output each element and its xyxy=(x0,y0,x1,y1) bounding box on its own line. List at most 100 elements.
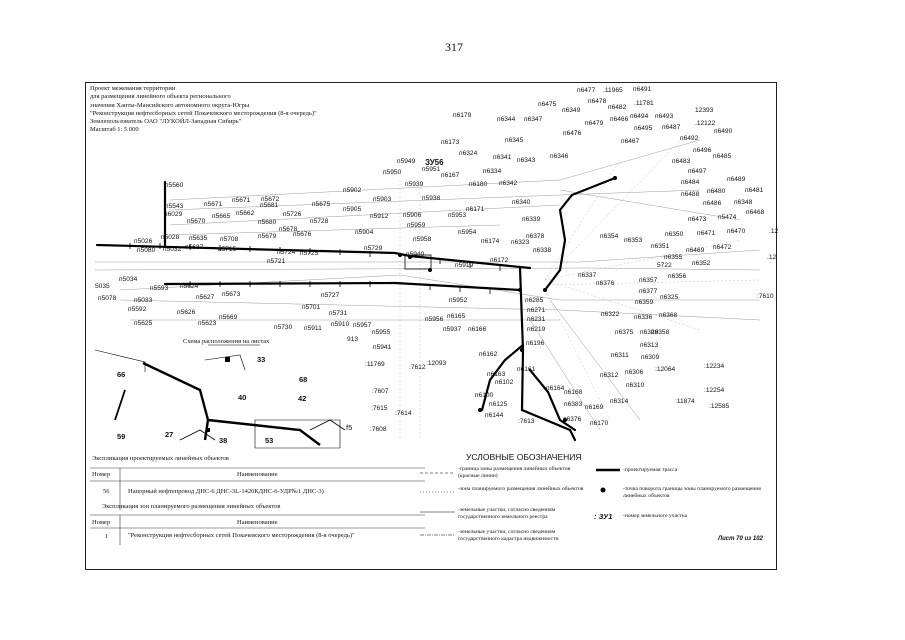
point-label: п5624 xyxy=(180,283,199,290)
point-label: :7607 xyxy=(372,388,389,395)
point-label: :12254 xyxy=(704,387,725,394)
point-label: 5035 xyxy=(95,283,110,290)
point-label: п6196 xyxy=(526,340,545,347)
point-label: п6358 xyxy=(651,329,670,336)
point-label: п6029 xyxy=(164,211,183,218)
point-label: п6338 xyxy=(533,247,552,254)
point-label: п5026 xyxy=(134,238,153,245)
point-label: п6482 xyxy=(608,104,627,111)
point-label: :7614 xyxy=(395,410,412,417)
point-label: п5669 xyxy=(219,314,238,321)
explication-2-col-number: Номер xyxy=(92,519,111,526)
point-label: п6100 xyxy=(475,392,494,399)
point-label: п6310 xyxy=(626,382,645,389)
point-label: п5951 xyxy=(422,166,441,173)
explication-1-title: Экспликация проектируемых линейных объек… xyxy=(92,455,229,462)
point-label: п6161 xyxy=(517,366,536,373)
point-label: п6378 xyxy=(526,233,545,240)
point-label: п6323 xyxy=(511,239,530,246)
point-label: п5910 xyxy=(331,321,350,328)
explication-2-title: Экспликация зон планируемого размещения … xyxy=(102,503,281,510)
point-label: п6479 xyxy=(585,120,604,127)
point-label: п6162 xyxy=(479,351,498,358)
point-label: п5672 xyxy=(261,196,280,203)
scheme-sheet-number: 40 xyxy=(238,393,247,402)
point-label: :12234 xyxy=(704,363,725,370)
point-label: п6344 xyxy=(497,116,516,123)
point-label: п5676 xyxy=(293,231,312,238)
scheme-sheet-number: 66 xyxy=(117,370,126,379)
drawing-frame xyxy=(85,82,777,570)
point-label: п6375 xyxy=(615,329,634,336)
point-label: п5956 xyxy=(425,316,444,323)
point-label: п6342 xyxy=(499,180,518,187)
point-label: п6312 xyxy=(600,372,619,379)
explication-1-row-name: Напорный нефтепровод ДНС-6 ДНС-3L-1420КД… xyxy=(128,488,324,495)
point-label: 12393 xyxy=(695,107,714,114)
point-label: п5680 xyxy=(258,219,277,226)
legend-item-route: -проектируемая трасса xyxy=(623,467,678,473)
page-number: 317 xyxy=(445,40,463,54)
point-label: п5904 xyxy=(355,229,374,236)
point-label: п6311 xyxy=(611,352,629,359)
point-label: п6496 xyxy=(693,147,712,154)
point-label: п6489 xyxy=(727,176,746,183)
point-label: п5681 xyxy=(260,202,279,209)
point-label: п6353 xyxy=(624,237,643,244)
point-label: п6481 xyxy=(745,187,764,194)
scheme-title: Схема расположения на листах xyxy=(183,338,270,345)
point-label: п5730 xyxy=(274,324,293,331)
point-label: п6168 xyxy=(564,389,583,396)
point-label: п5673 xyxy=(222,291,241,298)
point-label: п6473 xyxy=(688,216,707,223)
point-label: п6492 xyxy=(680,135,699,142)
scheme-sheet-number: 33 xyxy=(257,355,266,364)
point-label: п5671 xyxy=(204,201,223,208)
point-label: п6336 xyxy=(634,314,653,321)
point-label: п6368 xyxy=(659,312,678,319)
legend-item-land-register: -земельные участки, согласно сведениям г… xyxy=(458,507,556,520)
explication-1-col-name: Наименование xyxy=(237,471,278,478)
point-label: :12093 xyxy=(426,360,447,367)
point-label: п6480 xyxy=(707,188,726,195)
point-label: п6334 xyxy=(483,168,502,175)
point-label: п5949 xyxy=(397,158,416,165)
map-header: Проект межевания территории для размещен… xyxy=(90,85,420,135)
point-label: п5662 xyxy=(236,210,255,217)
legend-title: УСЛОВНЫЕ ОБОЗНАЧЕНИЯ xyxy=(466,452,582,462)
point-label: п5952 xyxy=(449,297,468,304)
point-label: п6357 xyxy=(639,277,658,284)
scheme-sheet-number: 38 xyxy=(219,436,228,445)
point-label: 5722 xyxy=(657,262,672,269)
point-label: п5679 xyxy=(258,233,277,240)
explication-1-col-number: Номер xyxy=(92,471,111,478)
point-label: п5729 xyxy=(364,245,383,252)
point-label: п5724 xyxy=(277,249,296,256)
point-label: п6165 xyxy=(447,313,466,320)
point-label: п5560 xyxy=(165,182,184,189)
point-label: п6485 xyxy=(713,153,732,160)
scheme-sheet-number: 68 xyxy=(299,375,308,384)
point-label: п5911 xyxy=(304,325,322,332)
point-label: п5726 xyxy=(283,211,302,218)
point-label: п5955 xyxy=(372,329,391,336)
point-label: п5670 xyxy=(187,218,206,225)
point-label: :7613 xyxy=(518,418,535,425)
point-label: п6306 xyxy=(625,369,644,376)
point-label: :7612 xyxy=(409,364,426,371)
point-label: п5912 xyxy=(370,213,389,220)
point-label: п6476 xyxy=(563,130,582,137)
point-label: :7615 xyxy=(371,405,388,412)
scheme-sheet-number: 27 xyxy=(165,430,174,439)
point-label: 913 xyxy=(347,336,359,343)
point-label: :12585 xyxy=(709,403,730,410)
point-label: п6324 xyxy=(459,150,478,157)
point-label: .12 xyxy=(769,228,779,235)
point-label: п5080 xyxy=(137,247,156,254)
point-label: п5731 xyxy=(329,310,348,317)
point-label: :12064 xyxy=(655,366,676,373)
zone-label: ЗУ56 xyxy=(425,158,444,167)
header-line-4: "Реконструкция нефтесборных сетей Покаче… xyxy=(90,109,317,117)
point-label: п5919 xyxy=(455,262,474,269)
point-label: п6383 xyxy=(564,401,583,408)
